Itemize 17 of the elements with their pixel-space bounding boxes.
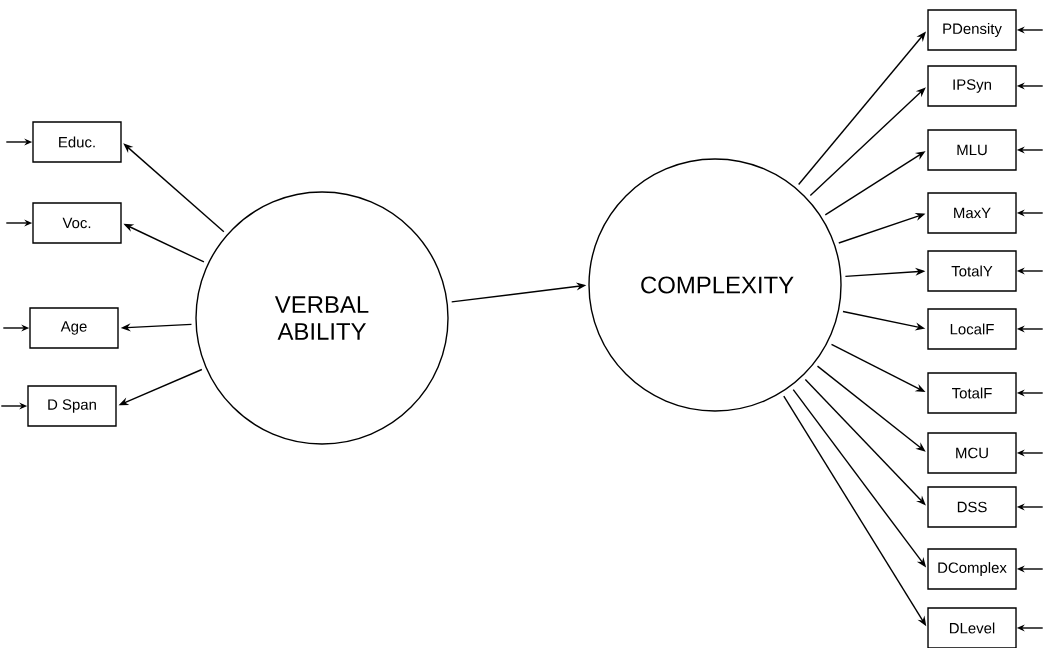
variable-box: DLevel (927, 607, 1017, 648)
variable-box: TotalF (927, 372, 1017, 414)
variable-box: MCU (927, 432, 1017, 474)
variable-box: PDensity (927, 9, 1017, 51)
variable-box: Voc. (32, 202, 122, 244)
variable-box: D Span (27, 385, 117, 427)
variable-box: MaxY (927, 192, 1017, 234)
variable-box: LocalF (927, 308, 1017, 350)
variable-box: TotalY (927, 250, 1017, 292)
variable-box: MLU (927, 129, 1017, 171)
variable-box: DSS (927, 486, 1017, 528)
variable-box: Age (29, 307, 119, 349)
variable-box: Educ. (32, 121, 122, 163)
variable-box: IPSyn (927, 65, 1017, 107)
arrow (809, 87, 926, 197)
variable-box: DComplex (927, 548, 1017, 590)
arrow (123, 143, 225, 233)
